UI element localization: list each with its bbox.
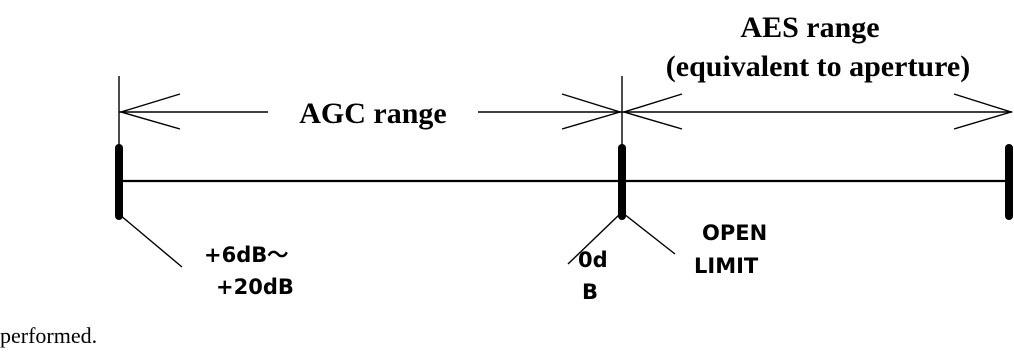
agc-aes-range-diagram: AGC range AES range (equivalent to apert… [115, 11, 1014, 304]
open-limit-label-line1: OPEN [702, 221, 767, 245]
gain-leader-line [119, 214, 183, 268]
zero-db-label-line2: B [582, 280, 598, 304]
zero-db-label-line1: 0d [578, 248, 608, 272]
aes-left-arrowhead [621, 93, 683, 130]
caption-text: performed. [0, 323, 98, 348]
aes-range-label-line1: AES range [740, 11, 879, 44]
agc-range-label: AGC range [299, 97, 446, 130]
aes-right-arrowhead [953, 93, 1014, 130]
aes-range-label-line2: (equivalent to aperture) [666, 50, 970, 83]
agc-right-arrowhead [561, 93, 623, 130]
zero-db-leader-line [567, 213, 621, 265]
gain-label-line2: +20dB [216, 275, 294, 299]
gain-label-line1: +6dB〜 [204, 243, 288, 267]
open-limit-label-line2: LIMIT [694, 254, 759, 278]
open-limit-leader-line [623, 213, 676, 255]
agc-left-arrowhead [118, 93, 181, 130]
